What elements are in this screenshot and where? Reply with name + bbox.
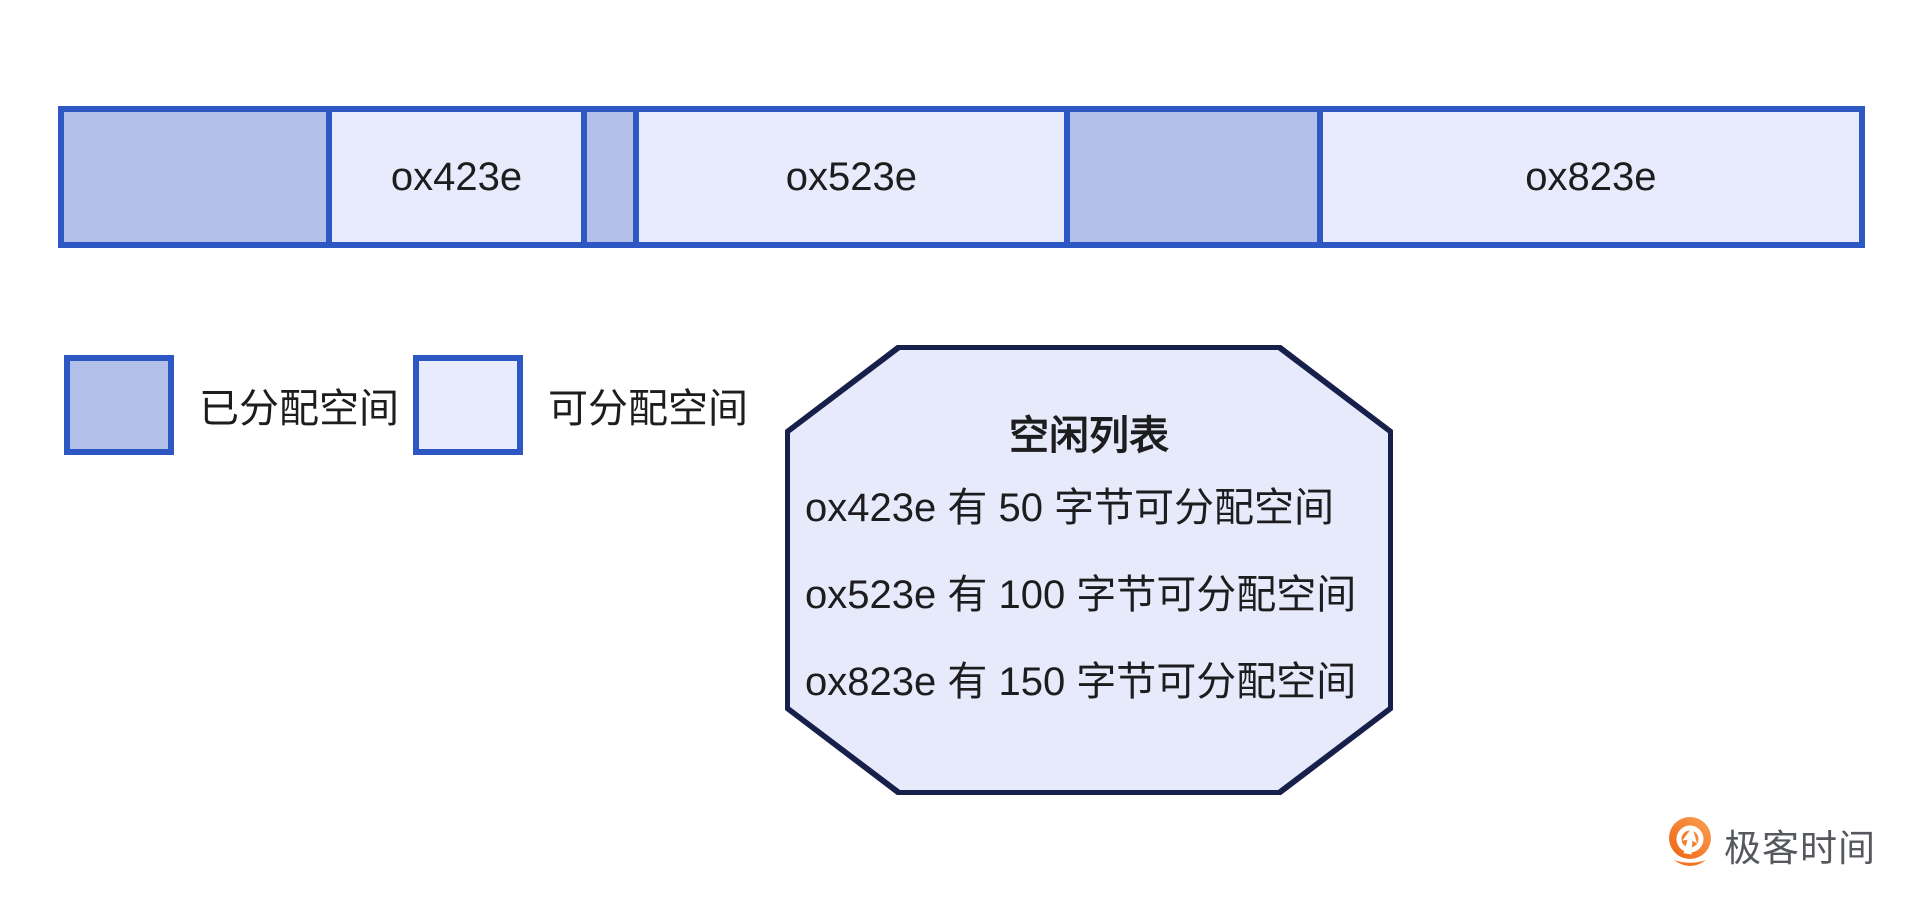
segment-allocated-3 bbox=[1063, 112, 1317, 242]
geektime-logo: 极客时间 bbox=[1668, 816, 1876, 874]
segment-free-ox423e: ox423e bbox=[326, 112, 581, 242]
segment-allocated-2 bbox=[580, 112, 633, 242]
segment-free-ox523e: ox523e bbox=[632, 112, 1064, 242]
segment-allocated-1 bbox=[64, 112, 327, 242]
segment-label: ox823e bbox=[1525, 154, 1657, 199]
free-list-octagon-fill bbox=[790, 350, 1388, 790]
segment-label: ox423e bbox=[390, 154, 523, 199]
geektime-logo-icon bbox=[1669, 817, 1711, 866]
legend-item-allocated: 已分配空间 bbox=[64, 355, 399, 455]
geektime-logo-text: 极客时间 bbox=[1724, 828, 1876, 869]
free-list-entry: ox423e 有 50 字节可分配空间 bbox=[805, 486, 1335, 530]
legend-label-free: 可分配空间 bbox=[548, 387, 748, 431]
legend: 已分配空间 可分配空间 bbox=[64, 355, 748, 455]
segment-free-ox823e: ox823e bbox=[1316, 112, 1859, 242]
free-list-entry: ox823e 有 150 字节可分配空间 bbox=[805, 660, 1357, 704]
segment-label: ox523e bbox=[785, 154, 917, 199]
free-list-entry: ox523e 有 100 字节可分配空间 bbox=[805, 573, 1357, 617]
legend-label-allocated: 已分配空间 bbox=[199, 387, 399, 431]
free-swatch bbox=[413, 355, 523, 455]
allocated-swatch bbox=[64, 355, 174, 455]
free-list-octagon: 空闲列表 ox423e 有 50 字节可分配空间 ox523e 有 100 字节… bbox=[785, 345, 1393, 795]
legend-item-free: 可分配空间 bbox=[413, 355, 748, 455]
free-list-title: 空闲列表 bbox=[1009, 414, 1169, 458]
memory-bar: ox423e ox523e ox823e bbox=[58, 106, 1865, 248]
